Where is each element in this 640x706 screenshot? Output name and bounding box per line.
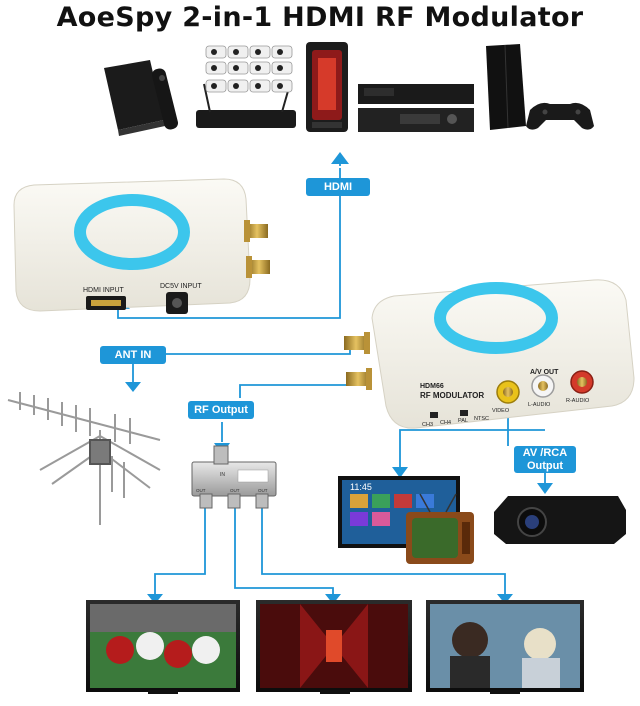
projector-icon: [494, 496, 626, 544]
rf-output-callout: RF Output: [188, 401, 254, 419]
dc5v-input-label: DC5V INPUT: [160, 283, 202, 290]
splitter-in-label: IN: [220, 472, 225, 478]
connection-lines: [116, 164, 546, 596]
rf-modulator-label: RF MODULATOR: [420, 391, 484, 400]
tv-time-label: 11:45: [350, 482, 372, 492]
tv-box-device: [104, 60, 165, 136]
game-console-device: [486, 44, 526, 130]
f-connector-icon: [344, 332, 370, 354]
f-connector-icon: [244, 220, 268, 242]
splitter-out2-line: [234, 505, 334, 596]
security-camera-kit-device: [196, 45, 296, 128]
rca-left-audio-jack-icon: [531, 374, 555, 398]
av-out-label: A/V OUT: [530, 369, 559, 376]
tv-arrow-down: [392, 467, 408, 478]
rf-splitter-icon: IN OUT OUT OUT: [191, 445, 277, 509]
pal-ntsc-switch-icon: [460, 410, 468, 416]
screen1-arrow-down: [147, 594, 163, 604]
tv-screen-show: [426, 600, 584, 694]
led-ring-icon: [74, 194, 190, 270]
video-label: VIDEO: [492, 408, 510, 414]
page-title: AoeSpy 2-in-1 HDMI RF Modulator: [56, 2, 584, 33]
modulator-back-view: HDMI INPUT DC5V INPUT: [13, 178, 270, 314]
ant-in-callout: ANT IN: [100, 346, 166, 364]
model-label: HDM66: [420, 383, 444, 390]
r-audio-label: R-AUDIO: [566, 398, 590, 404]
f-connector-icon: [246, 256, 270, 278]
rca-video-jack-icon: [496, 380, 520, 404]
projector-arrow-down: [537, 483, 553, 494]
pal-label: PAL: [458, 418, 468, 424]
hdmi-input-label: HDMI INPUT: [83, 287, 125, 294]
crt-tv-icon: [406, 493, 474, 564]
splitter-out1-line: [154, 505, 206, 596]
f-connector-icon: [346, 368, 372, 390]
av-rca-line2: Output: [526, 459, 564, 472]
rca-right-audio-jack-icon: [570, 370, 594, 394]
tv-antenna-icon: [7, 392, 161, 525]
ch4-label: CH4: [440, 420, 451, 426]
dvd-player-device: [358, 84, 474, 132]
av-rca-line1: AV /RCA: [522, 447, 568, 459]
l-audio-label: L-AUDIO: [528, 402, 551, 408]
ant-in-line: [140, 340, 351, 355]
av-rca-output-callout: AV /RCA Output: [514, 446, 576, 473]
splitter-out-label: OUT: [196, 488, 206, 493]
game-controller-device: [526, 102, 594, 130]
splitter-out-label: OUT: [258, 488, 268, 493]
ch-switch-icon: [430, 412, 438, 418]
hdmi-callout: HDMI: [306, 178, 370, 196]
rf-output-line: [239, 384, 360, 398]
ntsc-label: NTSC: [474, 416, 489, 422]
modulator-front-view: HDM66 RF MODULATOR A/V OUT CH3 CH4 PAL N…: [344, 279, 635, 429]
tv-screen-game: [256, 600, 412, 694]
tv-screen-football: [86, 600, 240, 694]
ch3-label: CH3: [422, 422, 433, 428]
antenna-arrow-down: [125, 382, 141, 392]
screen3-arrow-down: [497, 594, 513, 604]
remote-control-device: [151, 68, 179, 130]
hdmi-line: [117, 168, 341, 319]
screen2-arrow-down: [325, 594, 341, 604]
gaming-pc-device: [306, 42, 348, 132]
splitter-out3-line: [261, 505, 506, 596]
led-ring-icon: [434, 282, 558, 354]
av-to-tv-line: [399, 429, 545, 468]
splitter-out-label: OUT: [230, 488, 240, 493]
hdmi-arrow-up: [331, 152, 349, 164]
